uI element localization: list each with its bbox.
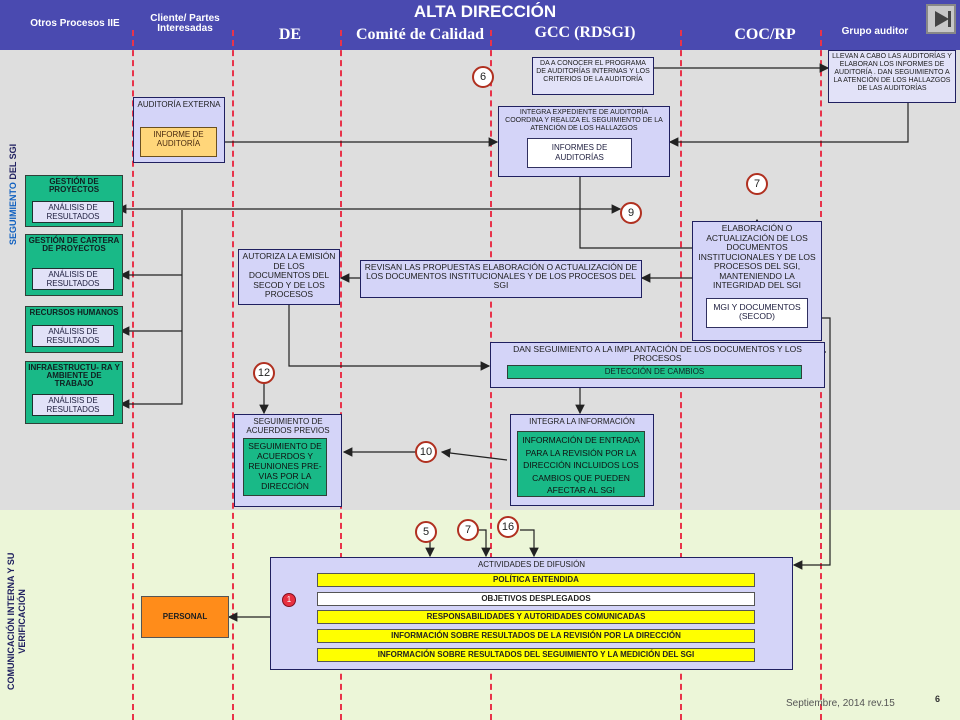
actividades-difusion-title: ACTIVIDADES DE DIFUSIÓN: [477, 560, 586, 569]
deteccion-cambios: DETECCIÓN DE CAMBIOS: [507, 365, 802, 379]
section-comunicacion: COMUNICACIÓN INTERNA Y SU VERIFICACIÓN: [6, 553, 28, 690]
lane-auditor: Grupo auditor: [841, 26, 909, 37]
difusion-responsabilidades: RESPONSABILIDADES Y AUTORIDADES COMUNICA…: [317, 610, 755, 624]
gestion-cartera-analisis: ANÁLISIS DE RESULTADOS: [32, 268, 114, 290]
seguimiento-acuerdos-title: SEGUIMIENTO DE ACUERDOS PREVIOS: [246, 417, 330, 435]
section-seguimiento-1: SEGUIMIENTO: [8, 182, 18, 245]
revisan-box: REVISAN LAS PROPUESTAS ELABORACIÓN O ACT…: [360, 260, 642, 298]
marker-12: 12: [253, 362, 275, 384]
gestion-proyectos-analisis: ANÁLISIS DE RESULTADOS: [32, 201, 114, 223]
lane-divider: [232, 30, 234, 720]
difusion-resultados-seguimiento: INFORMACIÓN SOBRE RESULTADOS DEL SEGUIMI…: [317, 648, 755, 662]
marker-5: 5: [415, 521, 437, 543]
lane-cliente-line1: Cliente/ Partes: [150, 13, 220, 24]
recursos-humanos-title: RECURSOS HUMANOS: [29, 308, 119, 317]
difusion-resultados-revision: INFORMACIÓN SOBRE RESULTADOS DE LA REVIS…: [317, 629, 755, 643]
page-title: ALTA DIRECCIÓN: [413, 2, 557, 21]
marker-1: 1: [282, 593, 296, 607]
section-seguimiento: SEGUIMIENTO DEL SGI: [8, 144, 18, 245]
marker-10: 10: [415, 441, 437, 463]
lane-gcc: GCC (RDSGI): [534, 24, 636, 41]
header-bar: [0, 0, 960, 50]
marker-7: 7: [746, 173, 768, 195]
gestion-proyectos-title: GESTIÓN DE PROYECTOS: [48, 177, 100, 194]
personal-box: PERSONAL: [141, 596, 229, 638]
infraestructura-box: INFRAESTRUCTU- RA Y AMBIENTE DE TRABAJO …: [25, 361, 123, 424]
next-icon: [935, 11, 951, 27]
marker-6: 6: [472, 66, 494, 88]
seguimiento-acuerdos-detail: SEGUIMIENTO DE ACUERDOS Y REUNIONES PRE-…: [243, 438, 327, 496]
marker-7-difusion: 7: [457, 519, 479, 541]
gestion-cartera-box: GESTIÓN DE CARTERA DE PROYECTOS ANÁLISIS…: [25, 234, 123, 296]
marker-16: 16: [497, 516, 519, 538]
section-comunicacion-1: COMUNICACIÓN INTERNA Y SU: [6, 552, 16, 690]
autoriza-box: AUTORIZA LA EMISIÓN DE LOS DOCUMENTOS DE…: [238, 249, 340, 305]
gestion-proyectos-box: GESTIÓN DE PROYECTOS ANÁLISIS DE RESULTA…: [25, 175, 123, 227]
dan-seguimiento-label: DAN SEGUIMIENTO A LA IMPLANTACIÓN DE LOS…: [513, 344, 802, 363]
lane-divider: [340, 30, 342, 720]
recursos-humanos-box: RECURSOS HUMANOS ANÁLISIS DE RESULTADOS: [25, 306, 123, 353]
infraestructura-title: INFRAESTRUCTU- RA Y AMBIENTE DE TRABAJO: [28, 363, 120, 388]
lane-cliente: Cliente/ Partes Interesadas: [140, 14, 230, 34]
integra-expediente-label: INTEGRA EXPEDIENTE DE AUDITORÍA COORDINA…: [505, 109, 663, 132]
section-comunicacion-2: VERIFICACIÓN: [17, 589, 27, 654]
lane-comite: Comité de Calidad: [356, 26, 484, 43]
lane-coc: COC/RP: [734, 26, 796, 43]
dar-a-conocer-box: DA A CONOCER EL PROGRAMA DE AUDITORÍAS I…: [532, 57, 654, 95]
infraestructura-analisis: ANÁLISIS DE RESULTADOS: [32, 394, 114, 416]
lane-cliente-line2: Interesadas: [157, 23, 213, 34]
informes-auditorias: INFORMES DE AUDITORÍAS: [527, 138, 632, 168]
auditoria-externa-label: AUDITORÍA EXTERNA: [137, 100, 221, 109]
difusion-politica: POLÍTICA ENTENDIDA: [317, 573, 755, 587]
llevan-a-cabo-box: LLEVAN A CABO LAS AUDITORÍAS Y ELABORAN …: [828, 50, 956, 103]
page-number: 6: [935, 694, 941, 704]
gestion-cartera-title: GESTIÓN DE CARTERA DE PROYECTOS: [28, 236, 120, 253]
footer-date: Septiembre, 2014 rev.15: [786, 698, 895, 709]
lane-de: DE: [278, 26, 302, 43]
informacion-entrada: INFORMACIÓN DE ENTRADA PARA LA REVISIÓN …: [517, 431, 645, 497]
integra-informacion-title: INTEGRA LA INFORMACIÓN: [529, 417, 635, 426]
next-button[interactable]: [926, 4, 956, 34]
difusion-objetivos: OBJETIVOS DESPLEGADOS: [317, 592, 755, 606]
recursos-humanos-analisis: ANÁLISIS DE RESULTADOS: [32, 325, 114, 347]
elaboracion-label: ELABORACIÓN O ACTUALIZACIÓN DE LOS DOCUM…: [698, 223, 816, 290]
informe-auditoria: INFORME DE AUDITORÍA: [140, 127, 217, 157]
section-seguimiento-2: DEL SGI: [8, 143, 18, 183]
marker-9: 9: [620, 202, 642, 224]
lane-otros-procesos: Otros Procesos IIE: [30, 18, 120, 29]
mgi-documentos: MGI Y DOCUMENTOS (SECOD): [706, 298, 808, 328]
